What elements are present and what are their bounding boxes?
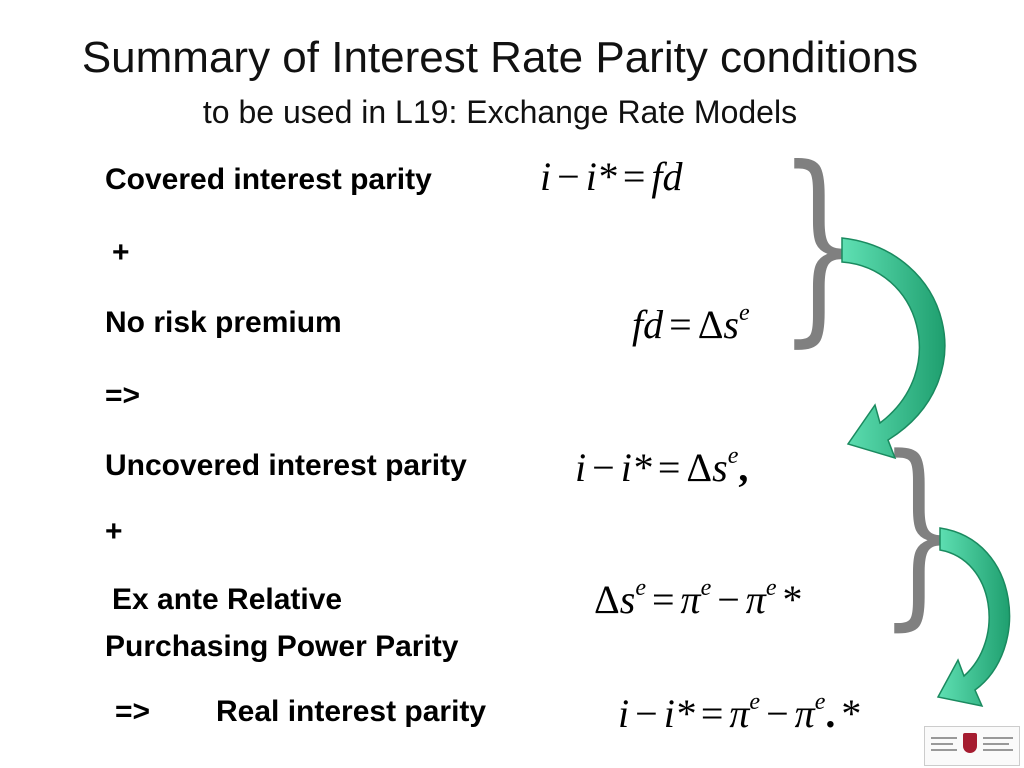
label-no-risk-premium: No risk premium xyxy=(105,306,342,339)
label-purchasing-power-parity: Purchasing Power Parity xyxy=(105,630,459,663)
institution-logo xyxy=(924,726,1020,766)
equation-relative-ppp: Δse=πe−πe* xyxy=(594,575,803,622)
label-real-interest-parity: Real interest parity xyxy=(216,695,487,728)
label-plus-2: + xyxy=(105,515,123,548)
equation-covered-interest-parity: i−i*=fd xyxy=(540,154,683,199)
equation-uncovered-interest-parity: i−i*=Δse, xyxy=(575,443,749,490)
slide-subtitle: to be used in L19: Exchange Rate Models xyxy=(202,94,798,130)
label-ex-ante-relative: Ex ante Relative xyxy=(112,583,343,616)
equation-no-risk-premium: fd=Δse xyxy=(632,300,750,347)
curved-arrow-lower xyxy=(936,527,1011,708)
curved-arrow-upper xyxy=(841,237,946,460)
slide-title: Summary of Interest Rate Parity conditio… xyxy=(81,33,919,82)
label-implies-1: => xyxy=(105,379,141,412)
shield-icon xyxy=(963,733,977,753)
label-uncovered-interest-parity: Uncovered interest parity xyxy=(105,449,467,482)
label-implies-2: => xyxy=(115,695,151,728)
label-plus-1: + xyxy=(112,236,130,269)
label-covered-interest-parity: Covered interest parity xyxy=(105,163,432,196)
equation-real-interest-parity: i−i*=πe−πe.* xyxy=(618,689,862,736)
